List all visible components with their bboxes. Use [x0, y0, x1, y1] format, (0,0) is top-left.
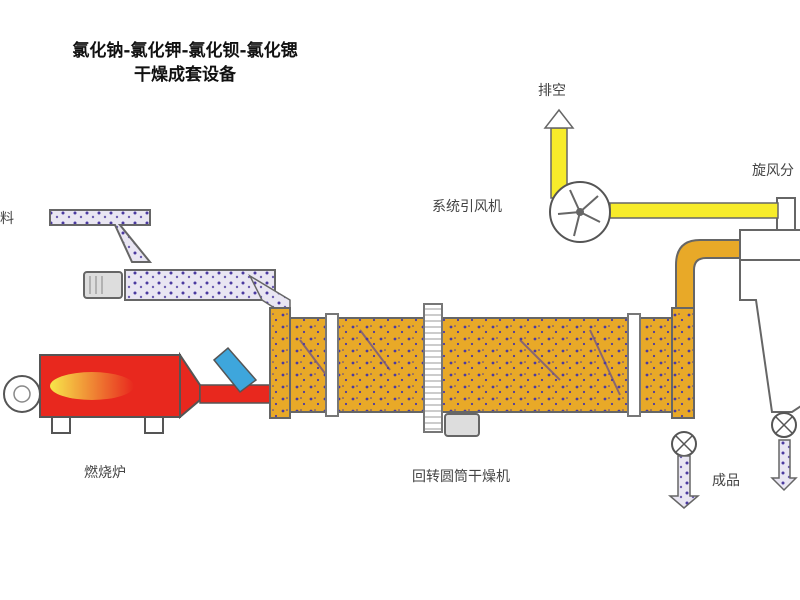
riding-ring-right [627, 313, 641, 417]
feed-hopper [49, 209, 153, 263]
cyclone-separator [739, 197, 800, 413]
label-exhaust: 排空 [538, 83, 566, 99]
conveyor-motor [83, 271, 123, 299]
label-furnace: 燃烧炉 [84, 465, 126, 481]
label-feed: 料 [0, 211, 14, 227]
diagram-title-line2: 干燥成套设备 [134, 65, 236, 85]
drum-end-housing-left [269, 307, 291, 419]
label-cyclone: 旋风分 [752, 163, 794, 179]
screw-conveyor [124, 269, 291, 320]
riding-ring-left [325, 313, 339, 417]
label-product: 成品 [712, 473, 740, 489]
label-fan: 系统引风机 [432, 199, 502, 215]
induced-draft-fan [549, 181, 611, 243]
drum-end-housing-right [671, 307, 695, 419]
diagram-title-line1: 氯化钠-氯化钾-氯化钡-氯化锶 [72, 41, 298, 61]
exhaust-arrow [543, 108, 575, 129]
discharge-valve [667, 431, 701, 509]
blue-feed-pipe [212, 346, 258, 394]
cyclone-discharge-valve [770, 412, 798, 492]
rotary-drum [269, 317, 691, 413]
hot-air-duct [675, 239, 741, 309]
drive-motor [444, 413, 480, 437]
exhaust-duct [550, 127, 779, 219]
furnace [39, 351, 271, 434]
girth-gear [423, 303, 443, 433]
furnace-blower [3, 375, 41, 413]
label-dryer: 回转圆筒干燥机 [412, 469, 510, 485]
